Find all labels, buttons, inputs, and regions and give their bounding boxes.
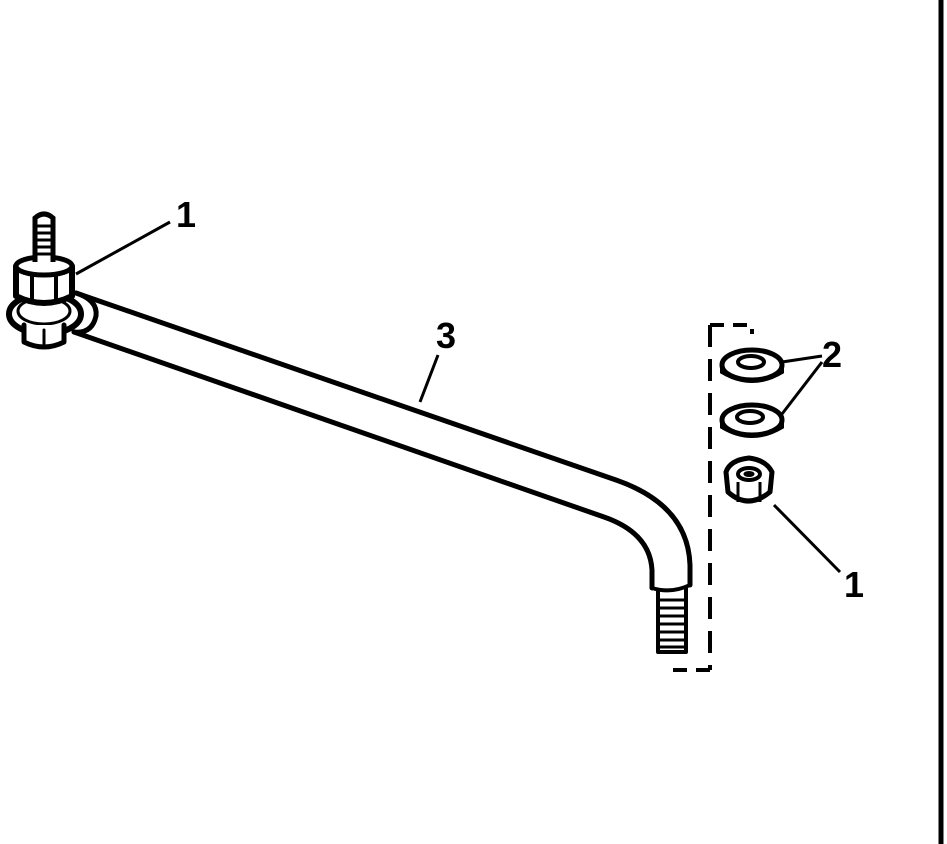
washer-lower [719, 402, 785, 438]
leader-nut-right [772, 503, 842, 574]
callout-nut-right: 1 [844, 564, 864, 605]
callout-link-rod: 3 [436, 315, 456, 356]
callout-nut-left: 1 [176, 194, 196, 235]
left-stud-thread [32, 211, 56, 262]
left-hex-nut [13, 254, 75, 306]
washer-upper [719, 347, 785, 383]
leader-washer-lower [780, 361, 824, 415]
leader-lines [75, 220, 842, 574]
right-hex-nut [723, 455, 775, 504]
rod-end-thread [656, 598, 688, 649]
leader-nut-left [75, 220, 171, 276]
link-rod [71, 290, 693, 654]
rod-eye-end [6, 290, 99, 350]
callout-washers: 2 [822, 334, 842, 375]
leader-washer-upper [781, 354, 823, 364]
leader-rod [418, 354, 440, 403]
hardware-bracket [670, 323, 754, 672]
